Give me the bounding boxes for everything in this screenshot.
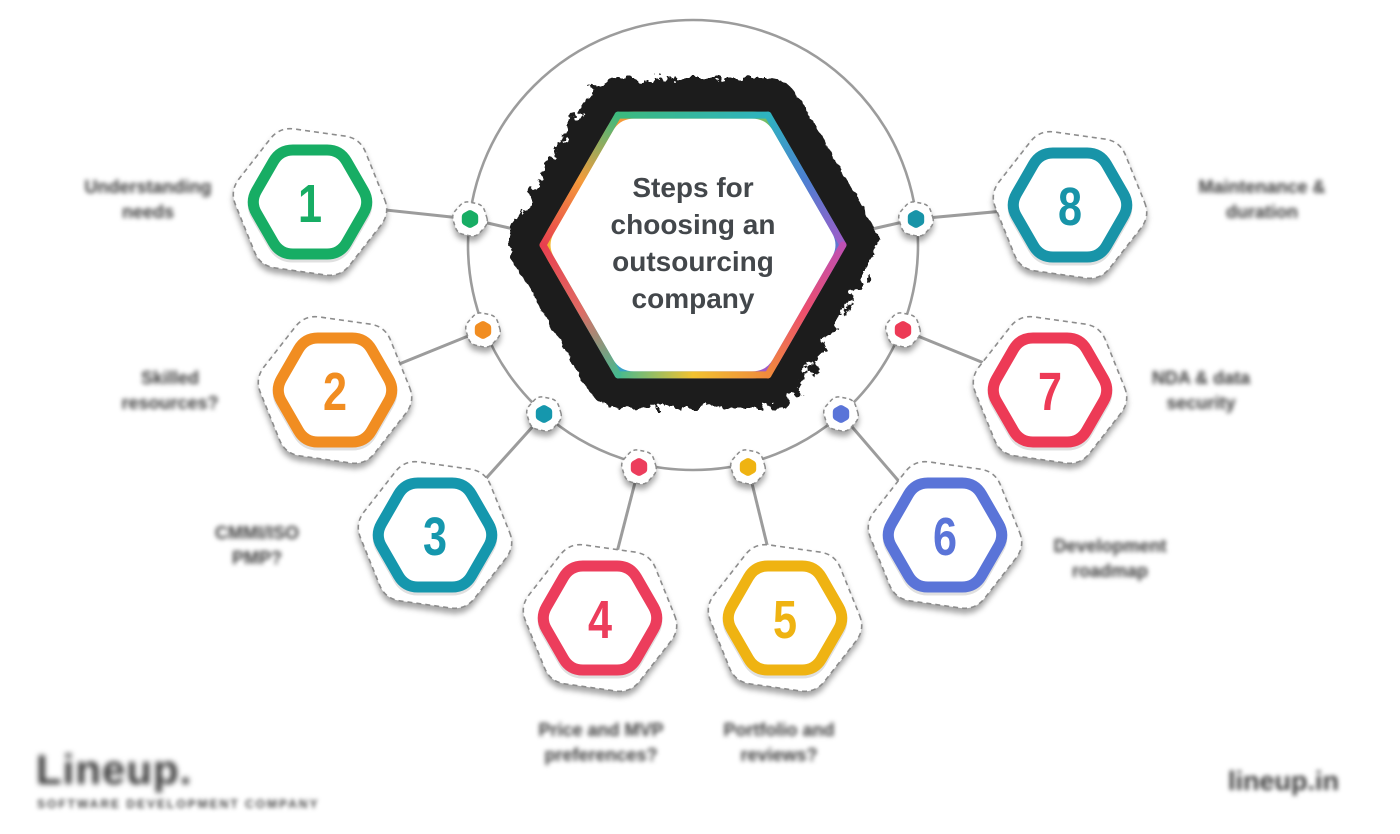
center-hex-border-edge-2 — [764, 111, 847, 249]
node-dot-6 — [832, 405, 850, 423]
step-hex-ring-5 — [722, 560, 848, 676]
step-hex-ring-6 — [882, 477, 1008, 593]
node-dot-4 — [630, 458, 648, 476]
node-dot-5 — [739, 458, 757, 476]
step-hex-ring-3 — [372, 477, 498, 593]
step-hex-ring-1 — [247, 144, 373, 260]
step-hex-ring-8 — [1007, 147, 1133, 263]
center-hex-border-edge-5 — [539, 241, 622, 379]
node-dot-3 — [535, 405, 553, 423]
node-dot-7 — [894, 321, 912, 339]
step-hex-ring-4 — [537, 560, 663, 676]
node-dot-8 — [907, 210, 925, 228]
node-dot-1 — [461, 210, 479, 228]
step-hex-ring-2 — [272, 332, 398, 448]
connector-circle — [466, 18, 920, 472]
center-hex-border-edge-6 — [539, 111, 622, 249]
center-hex-border-edge-3 — [764, 241, 847, 379]
step-hex-ring-7 — [987, 332, 1113, 448]
node-dot-2 — [474, 321, 492, 339]
